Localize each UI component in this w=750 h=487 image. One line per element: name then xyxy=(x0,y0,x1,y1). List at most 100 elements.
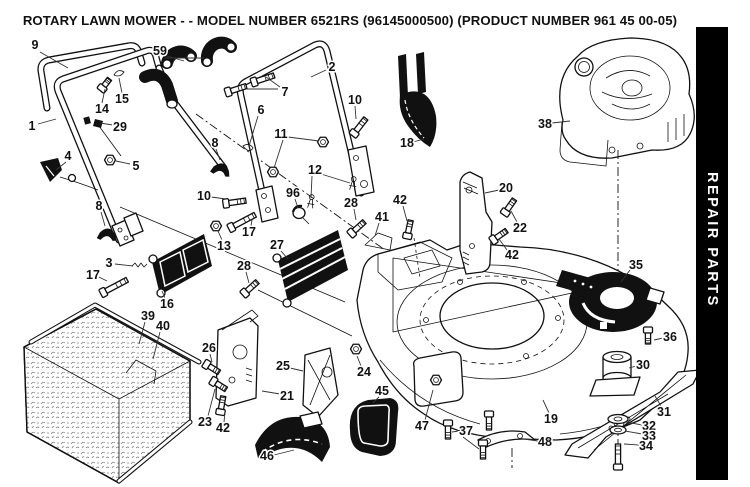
louvered-door-panel xyxy=(272,230,348,308)
handle-grips xyxy=(139,36,237,109)
part-number-callout: 42 xyxy=(393,193,407,207)
bolt-icon xyxy=(483,410,495,431)
bolt-icon xyxy=(201,358,222,376)
part-number-callout: 8 xyxy=(212,136,219,150)
part-number-callout: 29 xyxy=(113,120,127,134)
part-number-callout: 35 xyxy=(629,258,643,272)
bolt-icon xyxy=(442,419,454,440)
bolt-icon xyxy=(239,279,260,299)
part-number-callout: 47 xyxy=(415,419,429,433)
part-number-callout: 27 xyxy=(270,238,284,252)
bolt-icon xyxy=(488,227,509,246)
bolt-icon xyxy=(612,443,624,471)
handle-bracket-left xyxy=(215,309,259,407)
bolt-icon xyxy=(401,219,414,241)
side-discharge-cover xyxy=(349,398,399,456)
part-number-callout: 30 xyxy=(636,358,650,372)
bolt-icon xyxy=(98,276,130,298)
part-number-callout: 25 xyxy=(276,359,290,373)
bolt-icon xyxy=(642,326,654,345)
blade-washers xyxy=(607,413,629,435)
part-number-callout: 42 xyxy=(216,421,230,435)
bolt-icon xyxy=(208,375,229,393)
part-number-callout: 4 xyxy=(65,149,72,163)
part-number-callout: 38 xyxy=(538,117,552,131)
part-number-callout: 10 xyxy=(197,189,211,203)
debris-guard xyxy=(556,270,665,332)
engine-illustration xyxy=(559,37,695,167)
nut-icon xyxy=(429,374,443,386)
part-number-callout: 22 xyxy=(513,221,527,235)
part-number-callout: 41 xyxy=(375,210,389,224)
part-number-callout: 6 xyxy=(258,103,265,117)
cotter-pin-icon xyxy=(349,176,357,191)
handle-bracket-right xyxy=(459,171,493,275)
page-title: ROTARY LAWN MOWER - - MODEL NUMBER 6521R… xyxy=(22,13,678,28)
part-number-callout: 13 xyxy=(217,239,231,253)
bolt-icon xyxy=(221,197,247,209)
nut-icon xyxy=(349,343,363,355)
part-number-callout: 7 xyxy=(282,85,289,99)
nut-icon xyxy=(266,166,280,178)
bail-handle xyxy=(37,42,146,112)
mulch-cover xyxy=(255,411,330,462)
part-number-callout: 15 xyxy=(115,92,129,106)
part-number-callout: 9 xyxy=(32,38,39,52)
part-number-callout: 33 xyxy=(642,429,656,443)
cotter-pin-icon xyxy=(307,194,315,209)
rear-door-panel xyxy=(148,234,212,298)
part-number-callout: 14 xyxy=(95,102,109,116)
part-number-callout: 19 xyxy=(544,412,558,426)
rear-bracket xyxy=(477,430,536,468)
part-number-callout: 36 xyxy=(663,330,677,344)
bolt-icon xyxy=(477,439,489,460)
part-number-callout: 37 xyxy=(459,424,473,438)
part-number-callout: 59 xyxy=(153,44,167,58)
cable-clip-parts xyxy=(83,70,148,268)
part-number-callout: 1 xyxy=(29,119,36,133)
part-number-callout: 2 xyxy=(329,60,336,74)
bolt-icon xyxy=(226,211,258,233)
hardware-items xyxy=(96,72,654,471)
part-number-callout: 32 xyxy=(642,419,656,433)
part-number-callout: 31 xyxy=(657,405,671,419)
cable-ties xyxy=(242,144,310,225)
bolt-icon xyxy=(249,72,276,88)
part-number-callout: 16 xyxy=(160,297,174,311)
repair-parts-banner: REPAIR PARTS xyxy=(696,27,728,480)
part-number-callout: 11 xyxy=(274,127,287,141)
handle-clamps xyxy=(96,163,230,241)
bolt-icon xyxy=(499,197,518,218)
grass-catcher-bag xyxy=(23,302,202,484)
nut-icon xyxy=(103,154,117,166)
repair-parts-banner-text: REPAIR PARTS xyxy=(704,171,720,308)
bolt-icon xyxy=(215,395,227,417)
blade-adapter xyxy=(589,350,641,397)
part-number-callout: 12 xyxy=(308,163,322,177)
part-number-callout: 39 xyxy=(141,309,155,323)
part-number-callout: 28 xyxy=(344,196,358,210)
part-number-callout: 42 xyxy=(505,248,519,262)
part-number-callout: 20 xyxy=(499,181,513,195)
part-number-callout: 18 xyxy=(400,136,414,150)
part-number-callout: 17 xyxy=(86,268,100,282)
part-number-callout: 5 xyxy=(133,159,140,173)
engine-control-lever xyxy=(40,158,99,191)
part-number-callout: 34 xyxy=(639,439,653,453)
part-number-callout: 3 xyxy=(106,256,113,270)
part-number-callout: 45 xyxy=(375,384,389,398)
part-number-callout: 23 xyxy=(198,415,212,429)
part-number-callout: 8 xyxy=(96,199,103,213)
bolt-icon xyxy=(346,219,367,239)
discharge-deflector xyxy=(398,52,437,147)
nut-icon xyxy=(209,220,223,232)
bolt-icon xyxy=(223,82,248,98)
part-number-callout: 21 xyxy=(280,389,294,403)
part-number-callout: 46 xyxy=(260,449,274,463)
part-number-callout: 96 xyxy=(286,186,300,200)
part-number-callout: 26 xyxy=(202,341,216,355)
part-number-callout: 24 xyxy=(357,365,371,379)
